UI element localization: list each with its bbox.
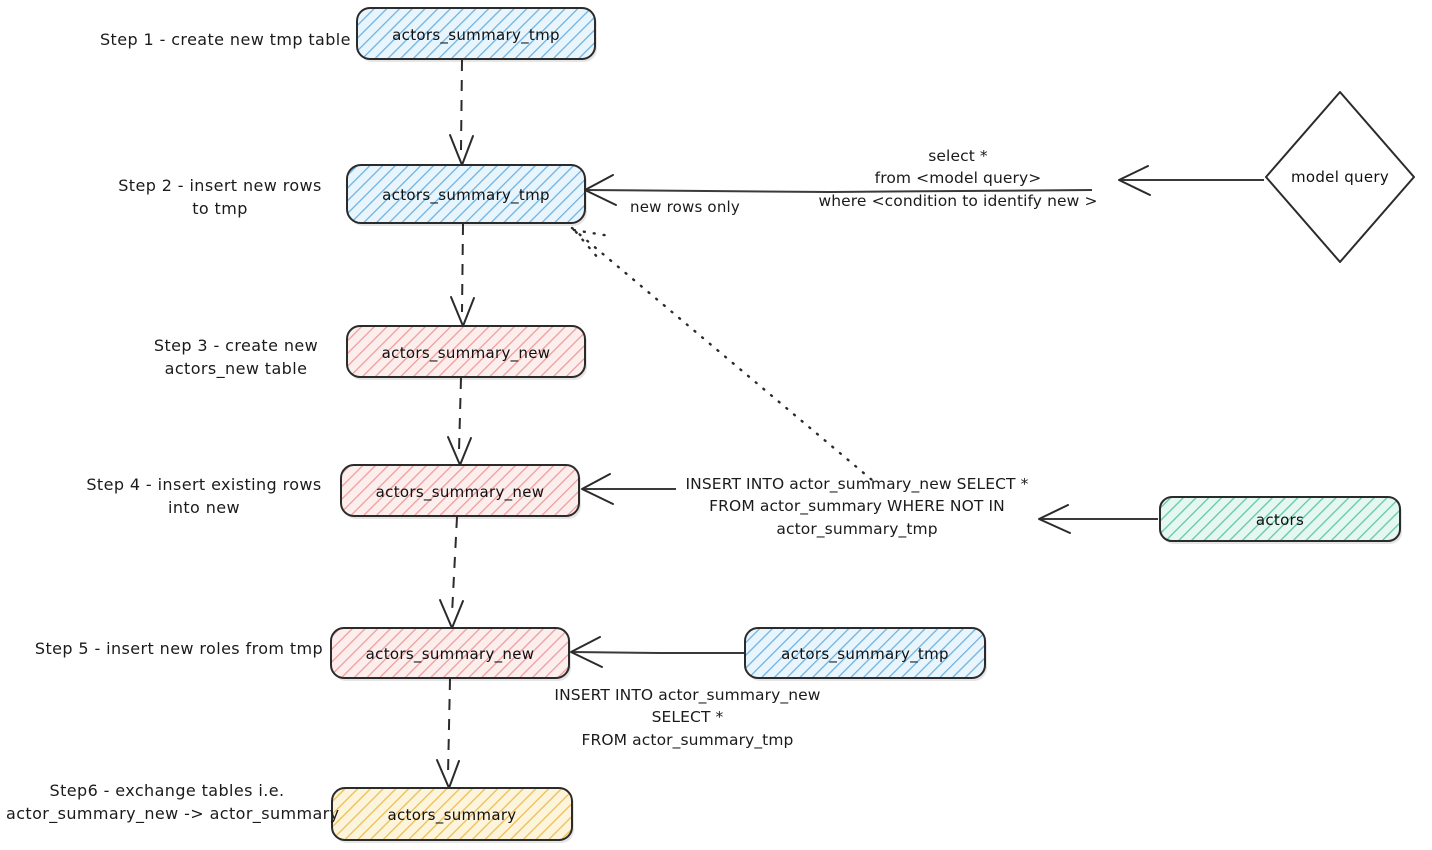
edge-modelquery-to-sql [1118, 165, 1264, 196]
node-model-query-shape[interactable] [1265, 91, 1415, 263]
node-summary-6-shape[interactable] [331, 787, 574, 843]
node-new-3-shape[interactable] [346, 325, 587, 380]
node-actors-shape[interactable] [1159, 496, 1402, 544]
annotation-new-rows-only: new rows only [630, 198, 740, 216]
edge-step4note-to-step4 [581, 473, 676, 505]
node-new-4-shape[interactable] [340, 464, 581, 519]
edge-newrows-to-step2 [584, 174, 1093, 206]
step-label-4: Step 4 - insert existing rows into new [86, 475, 322, 518]
node-tmp-1-shape[interactable] [356, 7, 597, 62]
edge-actors-to-step4note [1038, 504, 1158, 534]
step-label-6: Step6 - exchange tables i.e. actor_summa… [6, 781, 340, 824]
node-tmp-5-shape[interactable] [744, 627, 987, 681]
step-label-3: Step 3 - create new actors_new table [153, 336, 319, 379]
edge-step4-to-step5 [439, 516, 464, 629]
annotation-step5-sql: INSERT INTO actor_summary_new SELECT * F… [554, 686, 821, 749]
annotation-step4-sql: INSERT INTO actor_summary_new SELECT * F… [685, 475, 1029, 538]
edge-step1-to-step2 [449, 59, 474, 166]
step-label-1: Step 1 - create new tmp table [100, 30, 351, 49]
edge-step2-to-step3 [450, 223, 475, 327]
step-label-5: Step 5 - insert new roles from tmp [34, 639, 324, 658]
edge-step2-dotted-to-step4-note [570, 226, 874, 482]
node-new-5-shape[interactable] [330, 627, 571, 681]
edge-step3-to-step4 [447, 377, 472, 466]
node-tmp-2-shape[interactable] [346, 164, 587, 226]
edge-tmp5-to-step5 [570, 636, 744, 668]
edge-step5-to-step6 [436, 678, 460, 789]
step-label-2: Step 2 - insert new rows to tmp [118, 176, 322, 219]
annotation-model-query-sql: select * from <model query> where <condi… [818, 147, 1098, 210]
